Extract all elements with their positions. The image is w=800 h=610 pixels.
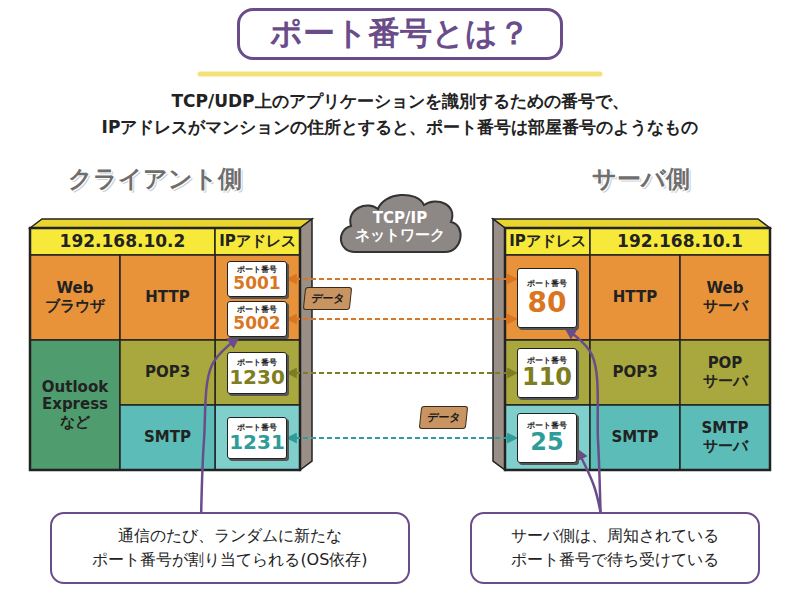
port-caption: ポート番号 bbox=[237, 265, 277, 274]
ip-heading: IPアドレス bbox=[505, 228, 590, 255]
building-band bbox=[505, 255, 590, 340]
application-box: Web ブラウザ bbox=[30, 255, 120, 340]
room-fill bbox=[120, 405, 215, 470]
port-number: 1231 bbox=[229, 432, 285, 453]
protocol-box: HTTP bbox=[590, 255, 680, 340]
port-connection bbox=[287, 437, 517, 439]
building-top bbox=[493, 219, 770, 228]
node-text: SMTP bbox=[612, 429, 659, 446]
port-caption: ポート番号 bbox=[527, 421, 567, 430]
building-side bbox=[493, 219, 505, 470]
node-text: POP3 bbox=[612, 364, 657, 381]
network-cloud: TCP/IP ネットワーク bbox=[335, 190, 465, 256]
room-fill bbox=[120, 255, 215, 340]
building-band bbox=[505, 405, 590, 470]
server-building: IPアドレス192.168.10.1ポート番号80HTTPWeb サーバポート番… bbox=[505, 228, 770, 470]
node-text: Outlook Express など bbox=[34, 379, 116, 431]
port-caption: ポート番号 bbox=[237, 358, 277, 367]
port-connection bbox=[287, 278, 517, 280]
protocol-box: POP3 bbox=[590, 340, 680, 405]
node-text: SMTP サーバ bbox=[692, 420, 758, 455]
port-number-box: ポート番号1231 bbox=[227, 417, 287, 459]
building-outline bbox=[30, 228, 300, 470]
building-band bbox=[215, 255, 300, 340]
port-connection bbox=[287, 372, 517, 374]
port-number-box: ポート番号1230 bbox=[227, 352, 287, 394]
port-number: 5002 bbox=[233, 315, 280, 333]
ip-heading: IPアドレス bbox=[215, 228, 300, 255]
application-box: SMTP サーバ bbox=[680, 405, 770, 470]
node-text: POP3 bbox=[145, 364, 190, 381]
callout-box: 通信のたび、ランダムに新たな ポート番号が割り当てられる(OS依存) bbox=[50, 512, 410, 584]
leader-arrow bbox=[577, 449, 601, 512]
page-title: ポート番号とは？ bbox=[237, 8, 563, 60]
node-text: Web サーバ bbox=[692, 280, 758, 315]
port-number: 80 bbox=[528, 288, 567, 317]
data-packet: データ bbox=[419, 406, 468, 429]
data-packet: データ bbox=[303, 287, 352, 310]
port-number-box: ポート番号110 bbox=[517, 348, 577, 398]
node-text: TCP/IP ネットワーク bbox=[349, 210, 451, 245]
node-text: HTTP bbox=[145, 289, 189, 306]
application-box: POP サーバ bbox=[680, 340, 770, 405]
port-caption: ポート番号 bbox=[237, 423, 277, 432]
protocol-box: SMTP bbox=[120, 405, 215, 470]
building-band bbox=[505, 340, 590, 405]
port-number: 110 bbox=[522, 365, 572, 390]
side-heading: サーバ側 bbox=[592, 163, 690, 195]
client-building: 192.168.10.2IPアドレスWeb ブラウザHTTPポート番号5001ポ… bbox=[30, 228, 300, 470]
node-text: Web ブラウザ bbox=[40, 280, 110, 315]
cloud-outline bbox=[341, 195, 461, 252]
room-fill bbox=[590, 255, 680, 340]
protocol-box: POP3 bbox=[120, 340, 215, 405]
building-band bbox=[215, 228, 300, 255]
room-fill bbox=[590, 405, 680, 470]
ip-address: 192.168.10.2 bbox=[30, 228, 215, 255]
callout-box: サーバ側は、周知されている ポート番号で待ち受けている bbox=[470, 512, 760, 584]
port-number-box: ポート番号5002 bbox=[227, 301, 287, 337]
node-text: SMTP bbox=[144, 429, 191, 446]
protocol-box: SMTP bbox=[590, 405, 680, 470]
room-fill bbox=[30, 340, 120, 470]
room-fill bbox=[30, 255, 120, 340]
room-fill bbox=[120, 340, 215, 405]
building-outline bbox=[505, 228, 770, 470]
side-heading: クライアント側 bbox=[68, 163, 242, 195]
protocol-box: HTTP bbox=[120, 255, 215, 340]
room-fill bbox=[680, 405, 770, 470]
building-band bbox=[505, 228, 590, 255]
room-fill bbox=[590, 340, 680, 405]
node-text: HTTP bbox=[613, 289, 657, 306]
title-underline bbox=[200, 72, 600, 77]
building-side bbox=[300, 219, 312, 470]
node-text: 通信のたび、ランダムに新たな ポート番号が割り当てられる(OS依存) bbox=[68, 524, 392, 572]
node-text: POP サーバ bbox=[692, 355, 758, 390]
ip-address: 192.168.10.1 bbox=[590, 228, 770, 255]
port-number: 1230 bbox=[229, 367, 285, 388]
building-band bbox=[590, 228, 770, 255]
room-fill bbox=[680, 340, 770, 405]
application-box: Web サーバ bbox=[680, 255, 770, 340]
port-connection bbox=[287, 318, 517, 320]
node-text: サーバ側は、周知されている ポート番号で待ち受けている bbox=[488, 524, 742, 572]
application-box: Outlook Express など bbox=[30, 340, 120, 470]
port-number-box: ポート番号80 bbox=[517, 268, 577, 328]
port-number-box: ポート番号25 bbox=[517, 413, 577, 463]
building-top bbox=[30, 219, 312, 228]
room-fill bbox=[680, 255, 770, 340]
subtitle: TCP/UDP上のアプリケーションを識別するための番号で、 IPアドレスがマンシ… bbox=[30, 88, 770, 141]
port-caption: ポート番号 bbox=[237, 305, 277, 314]
building-band bbox=[30, 228, 215, 255]
port-caption: ポート番号 bbox=[527, 279, 567, 288]
port-number: 25 bbox=[530, 430, 563, 455]
port-caption: ポート番号 bbox=[527, 356, 567, 365]
port-number: 5001 bbox=[233, 275, 280, 293]
port-number-box: ポート番号5001 bbox=[227, 261, 287, 297]
